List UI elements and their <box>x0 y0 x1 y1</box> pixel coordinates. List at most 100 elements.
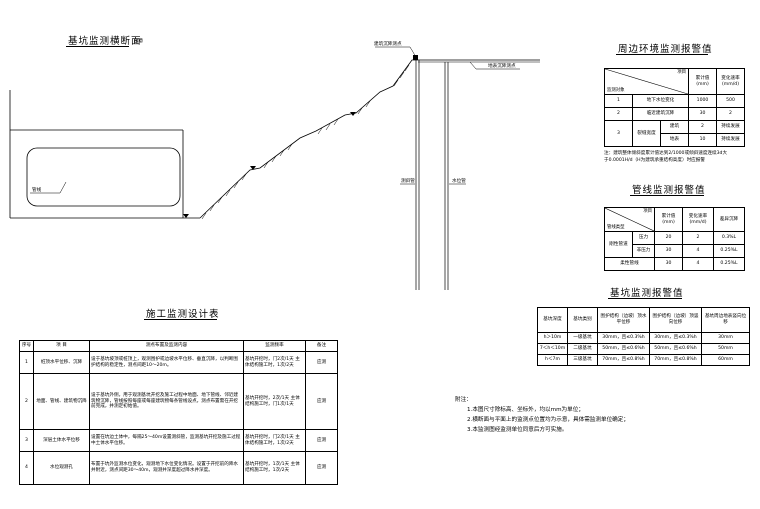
settlement-marker <box>413 55 418 60</box>
design-cell: 桩顶水平位移、沉降 <box>33 351 90 374</box>
env-cell: 30 <box>688 107 717 121</box>
pit-cell: 30mm，且≤0.3%h <box>597 332 650 344</box>
section-title: 基坑监测横断面 <box>68 36 142 47</box>
pipe-cell: 0.25%L <box>713 257 745 271</box>
design-cell: 基坑开挖时，1次/1天 主体结构施工时，1次/2天 <box>243 451 306 485</box>
design-cell: 2 <box>19 373 34 430</box>
env-cell: 地下水位变化 <box>632 94 689 108</box>
pipe-cell: 柔性管线 <box>604 257 655 271</box>
env-corner-bottom: 监测对象 <box>607 87 625 93</box>
pipe-cell: 30 <box>654 257 683 271</box>
inclinometer-label: 测斜管 <box>401 177 415 184</box>
env-note-1: 注：建筑整体倾斜度累计值达到2/1000或倾斜速度连续3d大 <box>604 151 728 156</box>
pit-cell: 70mm，且≤0.8%h <box>649 354 702 366</box>
pipe-cell: 刚性管道 <box>604 231 633 258</box>
design-table: 序号 项 目 测点布置及监测内容 监测频率 备注 1 桩顶水平位移、沉降 设于基… <box>19 340 338 485</box>
pit-cell: 一级基坑 <box>567 332 598 344</box>
design-cell: 应测 <box>305 373 338 430</box>
pipe-cell: 2 <box>682 231 714 245</box>
pit-cell: h＞10m <box>537 332 568 344</box>
design-cell: 设置在坑边土体中，每隔25～40m设置测斜管，监测基坑开挖及施工过程中土体水平位… <box>89 429 244 452</box>
water-pipe-label: 水位管 <box>452 177 466 184</box>
env-cell: 500 <box>716 94 745 108</box>
section-scale: 示意 <box>134 39 144 44</box>
env-cell: 建筑 <box>660 120 689 134</box>
env-corner-cell: 项目 监测对象 <box>604 68 689 95</box>
water-level-symbol <box>350 112 356 116</box>
pipe-cell: 0.25%L <box>713 244 745 258</box>
pipe-cell: 非压力 <box>632 244 655 258</box>
pipe-table-title: 管线监测报警值 <box>632 185 706 196</box>
pipe-cell: 4 <box>682 257 714 271</box>
design-cell: 应测 <box>305 429 338 452</box>
env-cell: 地表 <box>660 133 689 147</box>
pipe-cell: 0.3%L <box>713 231 745 245</box>
pit-cell: 30mm <box>701 332 750 344</box>
pipeline-label: 管线 <box>32 186 42 193</box>
design-title-underline <box>144 319 217 320</box>
pit-cell: h＜7m <box>537 354 568 366</box>
design-cell: 应测 <box>305 451 338 485</box>
design-h-item: 项 目 <box>33 340 90 352</box>
env-cell: 裂缝宽度 <box>632 120 661 147</box>
design-cell: 设于基坑坡顶或桩顶上，观测围护或边坡水平位移、垂直沉降，以判断围护结构的稳定性，… <box>89 351 244 374</box>
env-cell: 临近建筑沉降 <box>632 107 689 121</box>
env-cell: 2 <box>604 107 633 121</box>
pit-table: 基坑深度 基坑类别 围护结构（边坡）顶水平位移 围护结构（边坡）顶竖向位移 基坑… <box>537 307 750 366</box>
notes-head: 附注： <box>455 397 472 403</box>
note-item: 3.本监测图经监测单位同意后方可实施。 <box>467 427 568 433</box>
env-h-cum: 累计值(mm) <box>688 68 717 95</box>
pipeline-box <box>26 147 181 207</box>
env-cell: 3 <box>604 120 633 147</box>
pipe-cell: 30 <box>654 244 683 258</box>
design-cell: 基坑开挖时，门2次/1天 主体结构施工时，1次/2天 <box>243 351 306 374</box>
slope-profile <box>199 59 540 219</box>
pipe-corner-cell: 项目 管线类型 <box>604 207 655 232</box>
design-h-no: 序号 <box>19 340 34 352</box>
pit-cell: 70mm，且≤0.8%h <box>597 354 650 366</box>
pipe-cell: 压力 <box>632 231 655 245</box>
pit-cell: 60mm <box>701 354 750 366</box>
env-cell: 1000 <box>688 94 717 108</box>
env-table: 项目 监测对象 累计值(mm) 变化速率(mm/d) 1 地下水位变化 1000… <box>604 68 745 147</box>
design-cell: 设于基坑外侧，用于观测基坑开挖及施工过程中地面、地下管线、邻近建筑物沉降，管线按… <box>89 373 244 430</box>
env-cell: 2 <box>688 120 717 134</box>
env-table-title: 周边环境监测报警值 <box>618 44 713 55</box>
note-item: 2.横断面与平面上的监测点位置均为示意，具体需监测单位确定； <box>467 417 629 423</box>
surface-settlement-label: 地表沉降测点 <box>488 62 516 69</box>
design-cell: 水位观测孔 <box>33 451 90 485</box>
design-cell: 3 <box>19 429 34 452</box>
note-item: 1.本图尺寸除标高、坐标外，均以mm为单位； <box>467 407 584 413</box>
pit-cell: 50mm，且≤0.6%h <box>597 343 650 355</box>
env-cell: 1 <box>604 94 633 108</box>
design-table-title: 施工监测设计表 <box>146 309 220 320</box>
pit-h-s: 基坑周边地表竖向位移 <box>701 307 750 333</box>
pipe-cell: 4 <box>682 244 714 258</box>
pit-cell: 50mm，且≤0.6%h <box>649 343 702 355</box>
pipe-title-underline <box>630 195 704 196</box>
pit-h-depth: 基坑深度 <box>537 307 568 333</box>
pit-table-title: 基坑监测报警值 <box>610 288 684 299</box>
section-title-underline <box>66 46 129 47</box>
pit-title-underline <box>608 298 682 299</box>
pipe-cell: 20 <box>654 231 683 245</box>
pipe-table: 项目 管线类型 累计值(mm) 变化速率(mm/d) 差异沉降 刚性管道 压力 … <box>604 207 745 271</box>
pit-cell: 7＜h＜10m <box>537 343 568 355</box>
env-title-underline <box>616 54 708 55</box>
pit-h-h: 围护结构（边坡）顶水平位移 <box>597 307 650 333</box>
settlement-point-label: 建筑沉降测点 <box>374 40 402 47</box>
pipe-h-cum: 累计值(mm) <box>654 207 683 232</box>
design-h-arr: 测点布置及监测内容 <box>89 340 244 352</box>
design-cell: 4 <box>19 451 34 485</box>
design-h-rem: 备注 <box>305 340 338 352</box>
pit-cell: 50mm <box>701 343 750 355</box>
env-cell: 2 <box>716 107 745 121</box>
design-cell: 1 <box>19 351 34 374</box>
pipe-corner-top: 项目 <box>643 209 652 214</box>
env-cell: 持续发展 <box>716 133 745 147</box>
pipe-corner-bottom: 管线类型 <box>607 224 625 230</box>
env-cell: 持续发展 <box>716 120 745 134</box>
notes-block: 附注： 1.本图尺寸除标高、坐标外，均以mm为单位； 2.横断面与平面上的监测点… <box>455 395 629 435</box>
pit-h-class: 基坑类别 <box>567 307 598 333</box>
